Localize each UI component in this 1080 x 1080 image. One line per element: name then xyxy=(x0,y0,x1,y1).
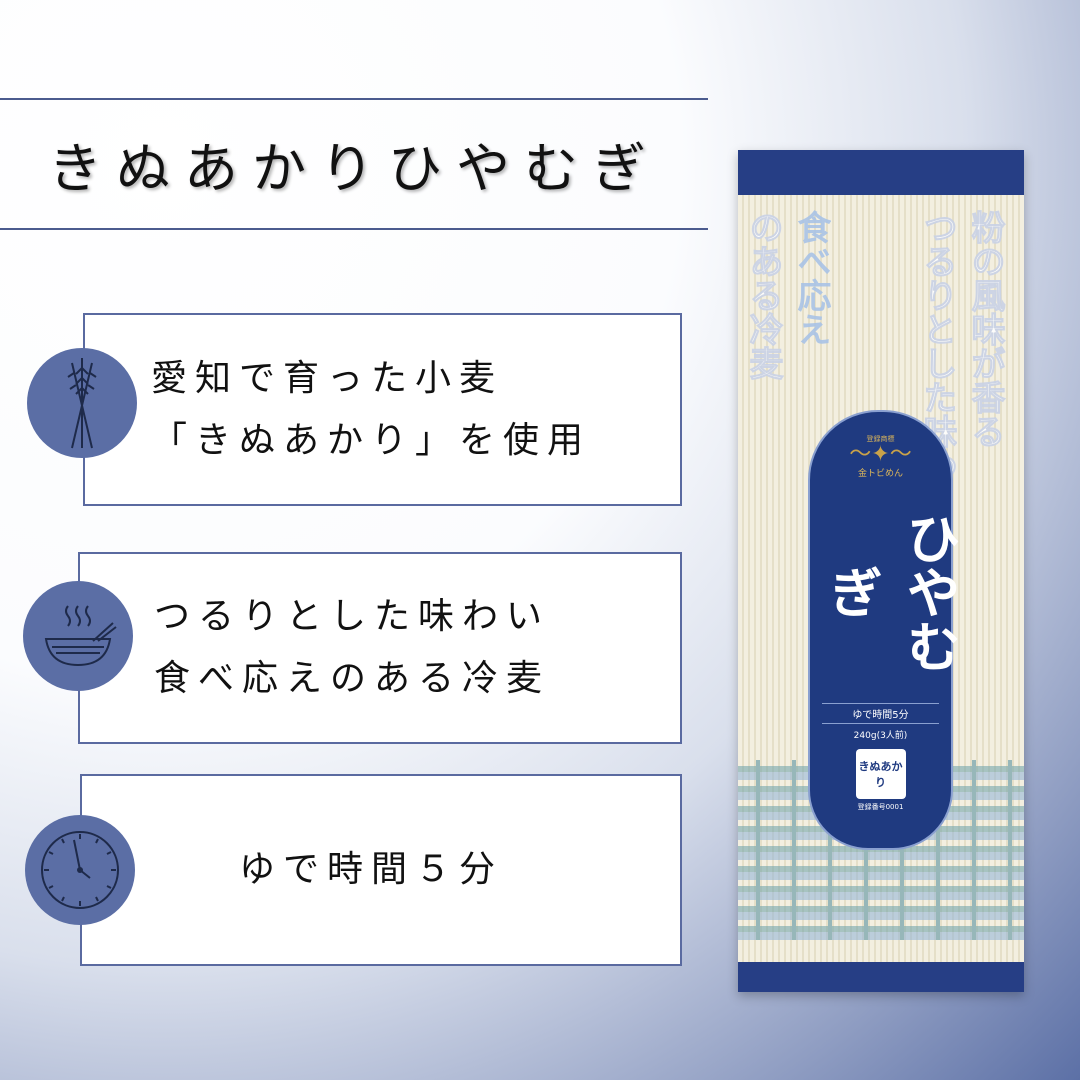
feature-line: 食べ応えのある冷麦 xyxy=(154,658,551,699)
clock-icon xyxy=(25,815,135,925)
title-bottom-rule xyxy=(0,228,708,230)
feature-card-wheat: 愛知で育った小麦 「きぬあかり」を使用 xyxy=(83,313,682,506)
feature-line: つるりとした味わい xyxy=(154,596,551,637)
package-top-band xyxy=(738,150,1024,195)
package-reg-no: 登録番号0001 xyxy=(857,803,904,811)
kinuakari-seal: きぬあかり xyxy=(855,749,906,799)
package-tagline: のある冷麦 xyxy=(743,210,784,381)
package-weight: 240g(3人前) xyxy=(853,731,908,741)
bird-logo-icon: 〜✦〜 xyxy=(849,442,912,467)
feature-line: 愛知で育った小麦 xyxy=(151,357,504,399)
feature-line: 「きぬあかり」を使用 xyxy=(151,419,592,461)
feature-card-boil-time: ゆで時間５分 xyxy=(80,774,682,966)
package-tagline: 食べ応え xyxy=(791,210,831,346)
package-bottom-band xyxy=(738,962,1024,992)
noodle-bowl-icon xyxy=(23,581,133,691)
product-package-image: 粉の風味が香る つるりとした味わ 食べ応え のある冷麦 登録商標 〜✦〜 金トビ… xyxy=(738,150,1024,992)
wheat-icon xyxy=(27,348,137,458)
package-name: ひやむぎ xyxy=(818,511,960,673)
package-brand: 金トビめん xyxy=(857,469,903,479)
page-title: きぬあかりひやむぎ xyxy=(48,136,660,200)
title-top-rule xyxy=(0,98,708,100)
package-label: 登録商標 〜✦〜 金トビめん ひやむぎ ゆで時間5分 240g(3人前) きぬあ… xyxy=(808,410,960,850)
package-boil-time: ゆで時間5分 xyxy=(822,703,939,724)
feature-card-texture: つるりとした味わい 食べ応えのある冷麦 xyxy=(78,552,682,744)
feature-line: ゆで時間５分 xyxy=(238,849,503,890)
package-tagline: 粉の風味が香る xyxy=(965,210,1006,449)
package-trademark: 登録商標 xyxy=(866,435,895,443)
